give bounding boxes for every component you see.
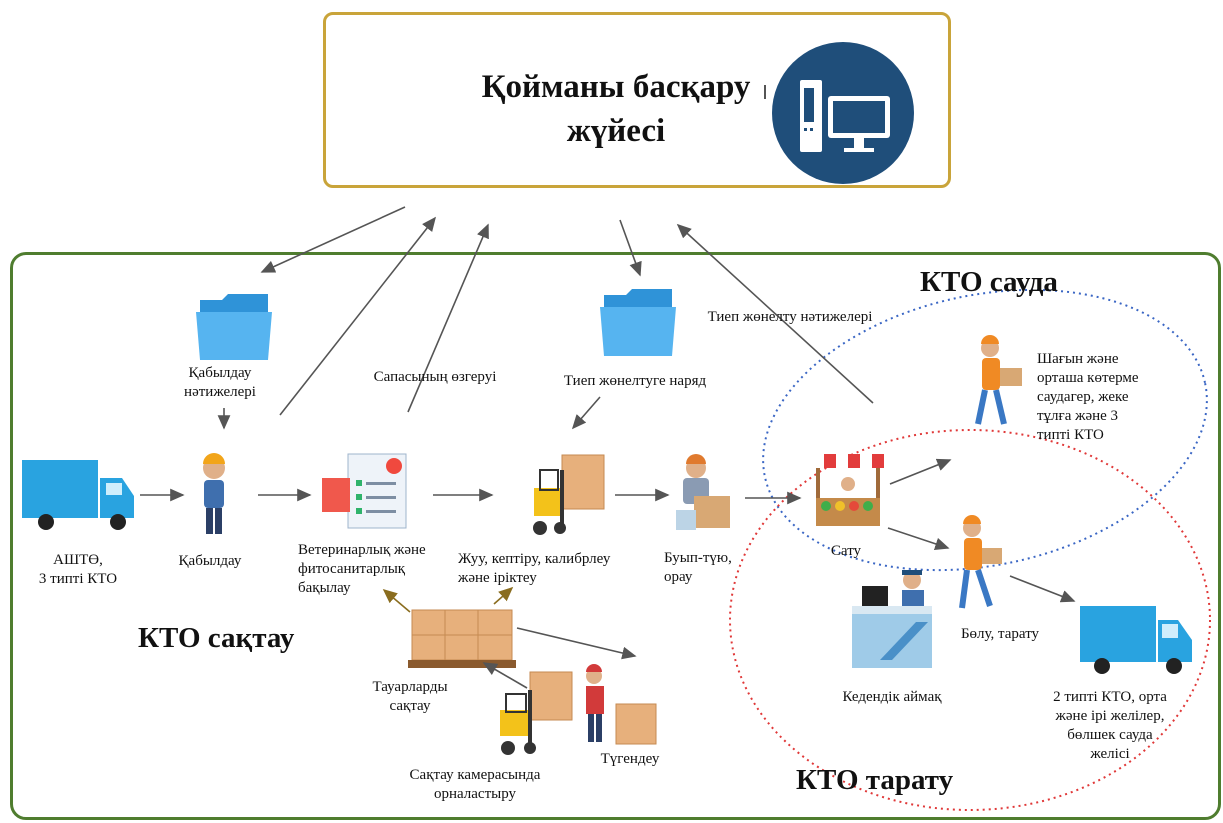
- trade-zone-boundary: [762, 288, 1208, 572]
- truck-icon: [1080, 606, 1192, 674]
- placement-label: Сақтау камерасында орналастыру: [409, 767, 541, 802]
- inventory-worker-icon: [586, 664, 657, 745]
- shipment-order-label: Тиеп жөнелтуге наряд: [563, 373, 707, 389]
- checklist-icon: [322, 453, 407, 529]
- zone-title-trade: КТО сауда: [920, 266, 1058, 298]
- worker-icon: [203, 453, 225, 534]
- distribution-label: Бөлу, тарату: [960, 626, 1040, 642]
- boxes-pallet-icon: [408, 609, 516, 668]
- folder-icon: [600, 289, 676, 356]
- zone-title-distribution: КТО тарату: [796, 764, 954, 796]
- receiving-results-label: Қабылдау нәтижелері: [184, 365, 256, 400]
- quality-change-label: Сапасының өзгеруі: [373, 369, 497, 385]
- washing-label: Жуу, кептіру, калибрлеу және іріктеу: [458, 551, 611, 586]
- forklift-icon: [500, 671, 573, 755]
- zone-title-storage: КТО сақтау: [138, 622, 295, 654]
- goods-storage-label: Тауарларды сақтау: [372, 679, 448, 714]
- retail-label: 2 типті КТО, орта және ірі желілер, бөлш…: [1053, 689, 1167, 762]
- shipment-results-label: Тиеп жөнелту нәтижелері: [707, 309, 873, 325]
- truck-icon: [22, 460, 134, 530]
- distribution-zone-boundary: [729, 429, 1211, 811]
- market-stall-icon: [812, 454, 884, 526]
- packaging-label: Буып-түю, орау: [664, 550, 732, 585]
- sale-label: Сату: [830, 543, 862, 559]
- customs-officer-icon: [852, 570, 932, 668]
- warehouse-frame: [10, 252, 1221, 820]
- wms-box: Қойманы басқару жүйесі: [323, 12, 951, 188]
- wholesale-label: Шағын және орташа көтерме саудагер, жеке…: [1037, 351, 1139, 443]
- inventory-label: Түгендеу: [600, 751, 660, 767]
- wms-title: Қойманы басқару жүйесі: [481, 69, 751, 149]
- separator: [764, 85, 766, 99]
- courier-icon: [959, 515, 1002, 609]
- supplier-label: АШТӨ, 3 типті КТО: [38, 552, 118, 587]
- wms-arrows: [260, 206, 874, 416]
- folder-icon: [196, 294, 272, 360]
- forklift-icon: [533, 454, 605, 535]
- flow-arrows: [140, 396, 1076, 689]
- computer-monitor-icon: [800, 80, 890, 152]
- storage-feedback-arrows: [382, 586, 514, 613]
- customs-label: Кедендік аймақ: [842, 689, 942, 705]
- wms-icon-circle: [772, 42, 914, 184]
- packer-icon: [676, 454, 730, 530]
- courier-icon: [975, 335, 1022, 425]
- receiving-label: Қабылдау: [178, 553, 242, 569]
- vet-control-label: Ветеринарлық және фитосанитарлық бақылау: [298, 542, 426, 596]
